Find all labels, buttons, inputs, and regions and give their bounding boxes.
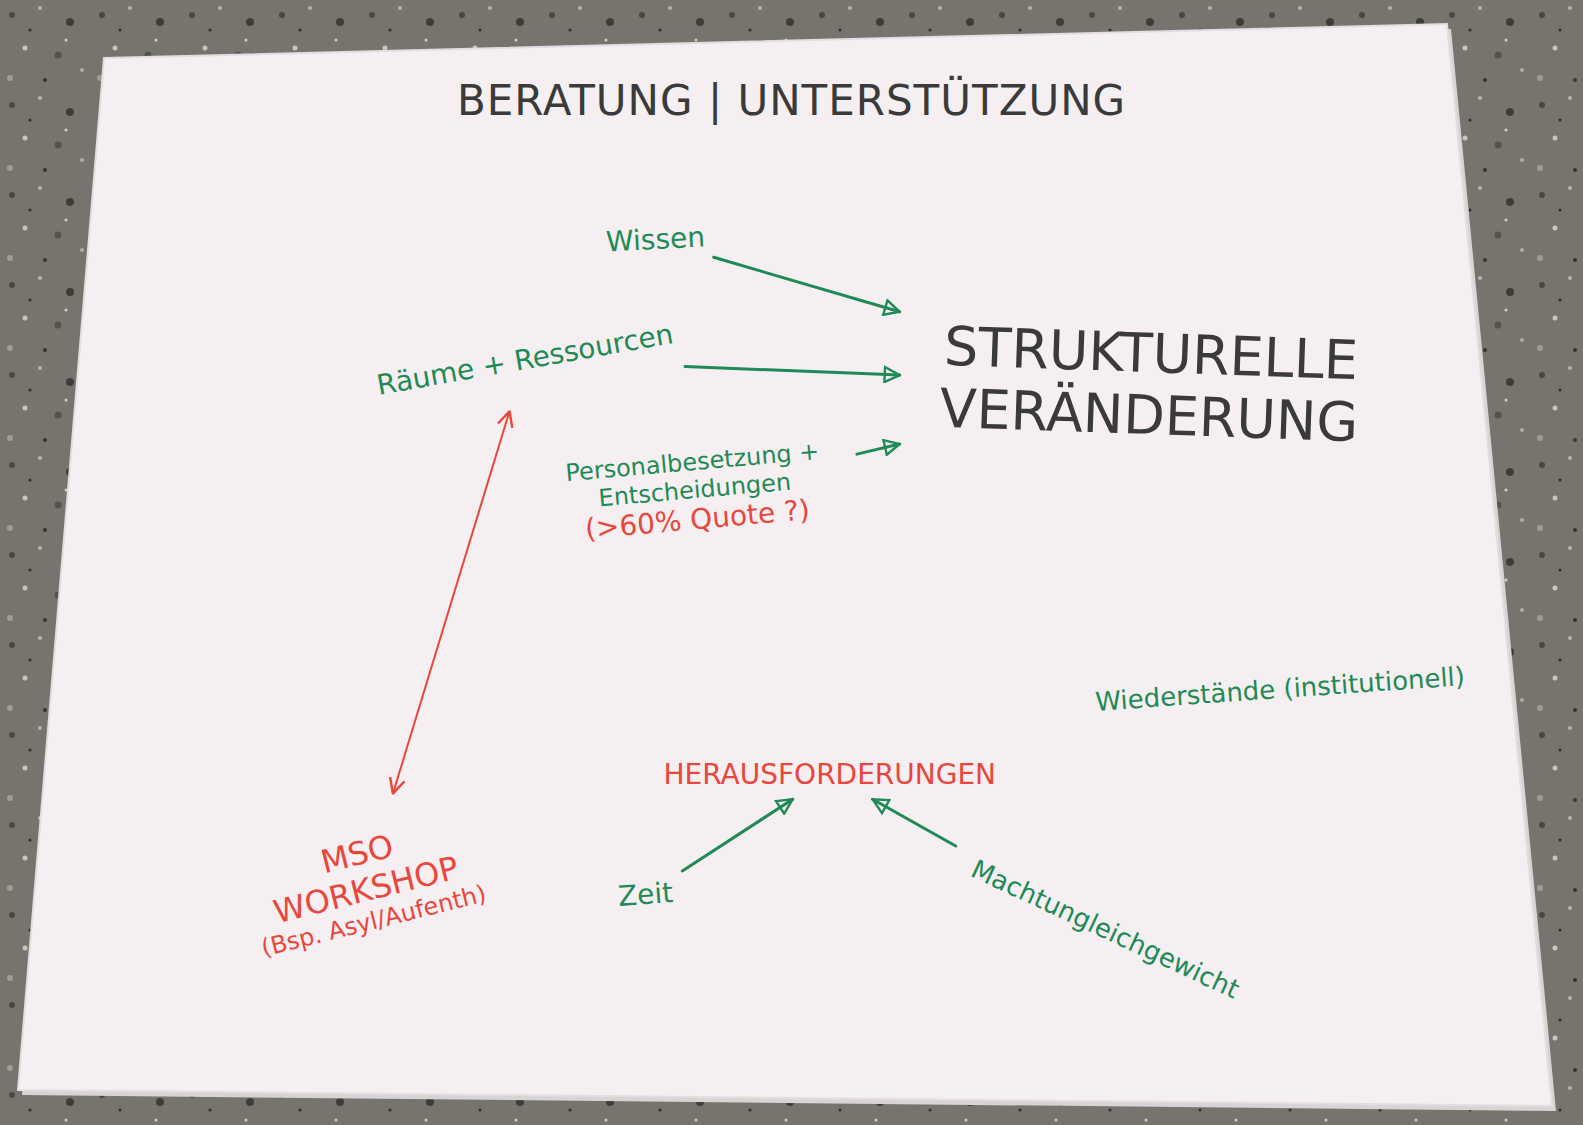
handwritten-text: Zeit bbox=[616, 877, 673, 913]
arrow-connector bbox=[857, 444, 900, 454]
arrow-connector bbox=[682, 799, 792, 871]
green-note: Wiederstände (institutionell) bbox=[1086, 654, 1475, 727]
handwritten-text: Wiederstände (institutionell) bbox=[1094, 662, 1466, 718]
handwritten-text: Wissen bbox=[605, 221, 706, 258]
handwritten-text: Räume + Ressourcen bbox=[374, 318, 675, 402]
green-note: Machtungleichgewicht bbox=[956, 844, 1255, 1016]
handwritten-text: HERAUSFORDERUNGEN bbox=[664, 759, 997, 791]
green-note: Wissen bbox=[596, 213, 713, 267]
red-note: MSO WORKSHOP(Bsp. Asyl/Aufenth) bbox=[212, 794, 518, 977]
handwritten-text: STRUKTURELLE VERÄNDERUNG bbox=[908, 315, 1392, 456]
arrow-connector bbox=[873, 799, 956, 846]
green-note: Räume + Ressourcen bbox=[365, 309, 685, 411]
arrow-connector bbox=[685, 367, 900, 376]
central-topic: STRUKTURELLE VERÄNDERUNG bbox=[900, 306, 1401, 463]
handwritten-text: Machtungleichgewicht bbox=[966, 855, 1243, 1005]
red-heading: HERAUSFORDERUNGEN bbox=[656, 751, 1005, 799]
arrow-connector bbox=[393, 411, 510, 793]
chart-title: BERATUNG | UNTERSTÜTZUNG bbox=[0, 76, 1583, 125]
green-note: Personalbesetzung + Entscheidungen(>60% … bbox=[533, 427, 857, 558]
arrow-connector bbox=[714, 257, 900, 312]
green-note: Zeit bbox=[608, 869, 682, 922]
